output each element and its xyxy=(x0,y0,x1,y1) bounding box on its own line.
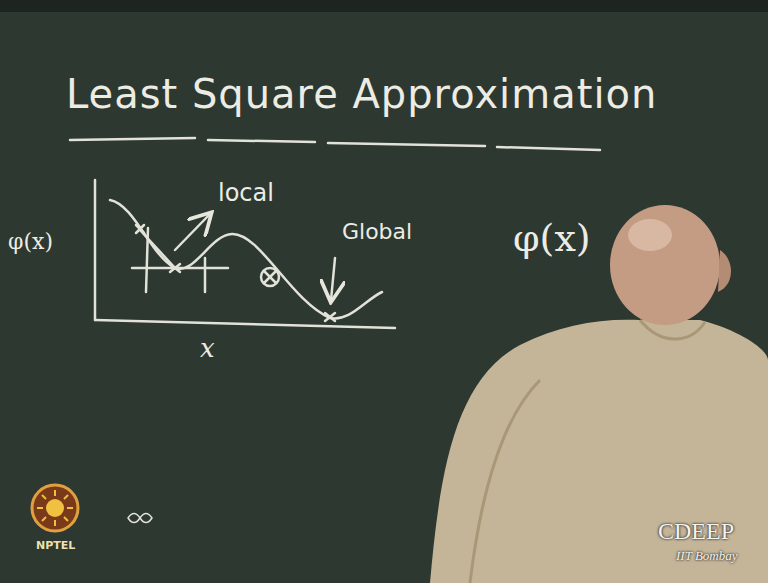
annotation: Global xyxy=(342,220,412,244)
axis-label: φ(x) xyxy=(8,230,53,254)
watermark: CDEEP xyxy=(658,518,734,544)
function-label: φ(x) xyxy=(513,218,591,260)
board-title: Least Square Approximation xyxy=(66,72,657,116)
axis-label: x xyxy=(200,334,215,363)
annotation: local xyxy=(218,180,274,206)
watermark: IIT Bombay xyxy=(676,549,738,563)
watermark: NPTEL xyxy=(36,540,75,552)
